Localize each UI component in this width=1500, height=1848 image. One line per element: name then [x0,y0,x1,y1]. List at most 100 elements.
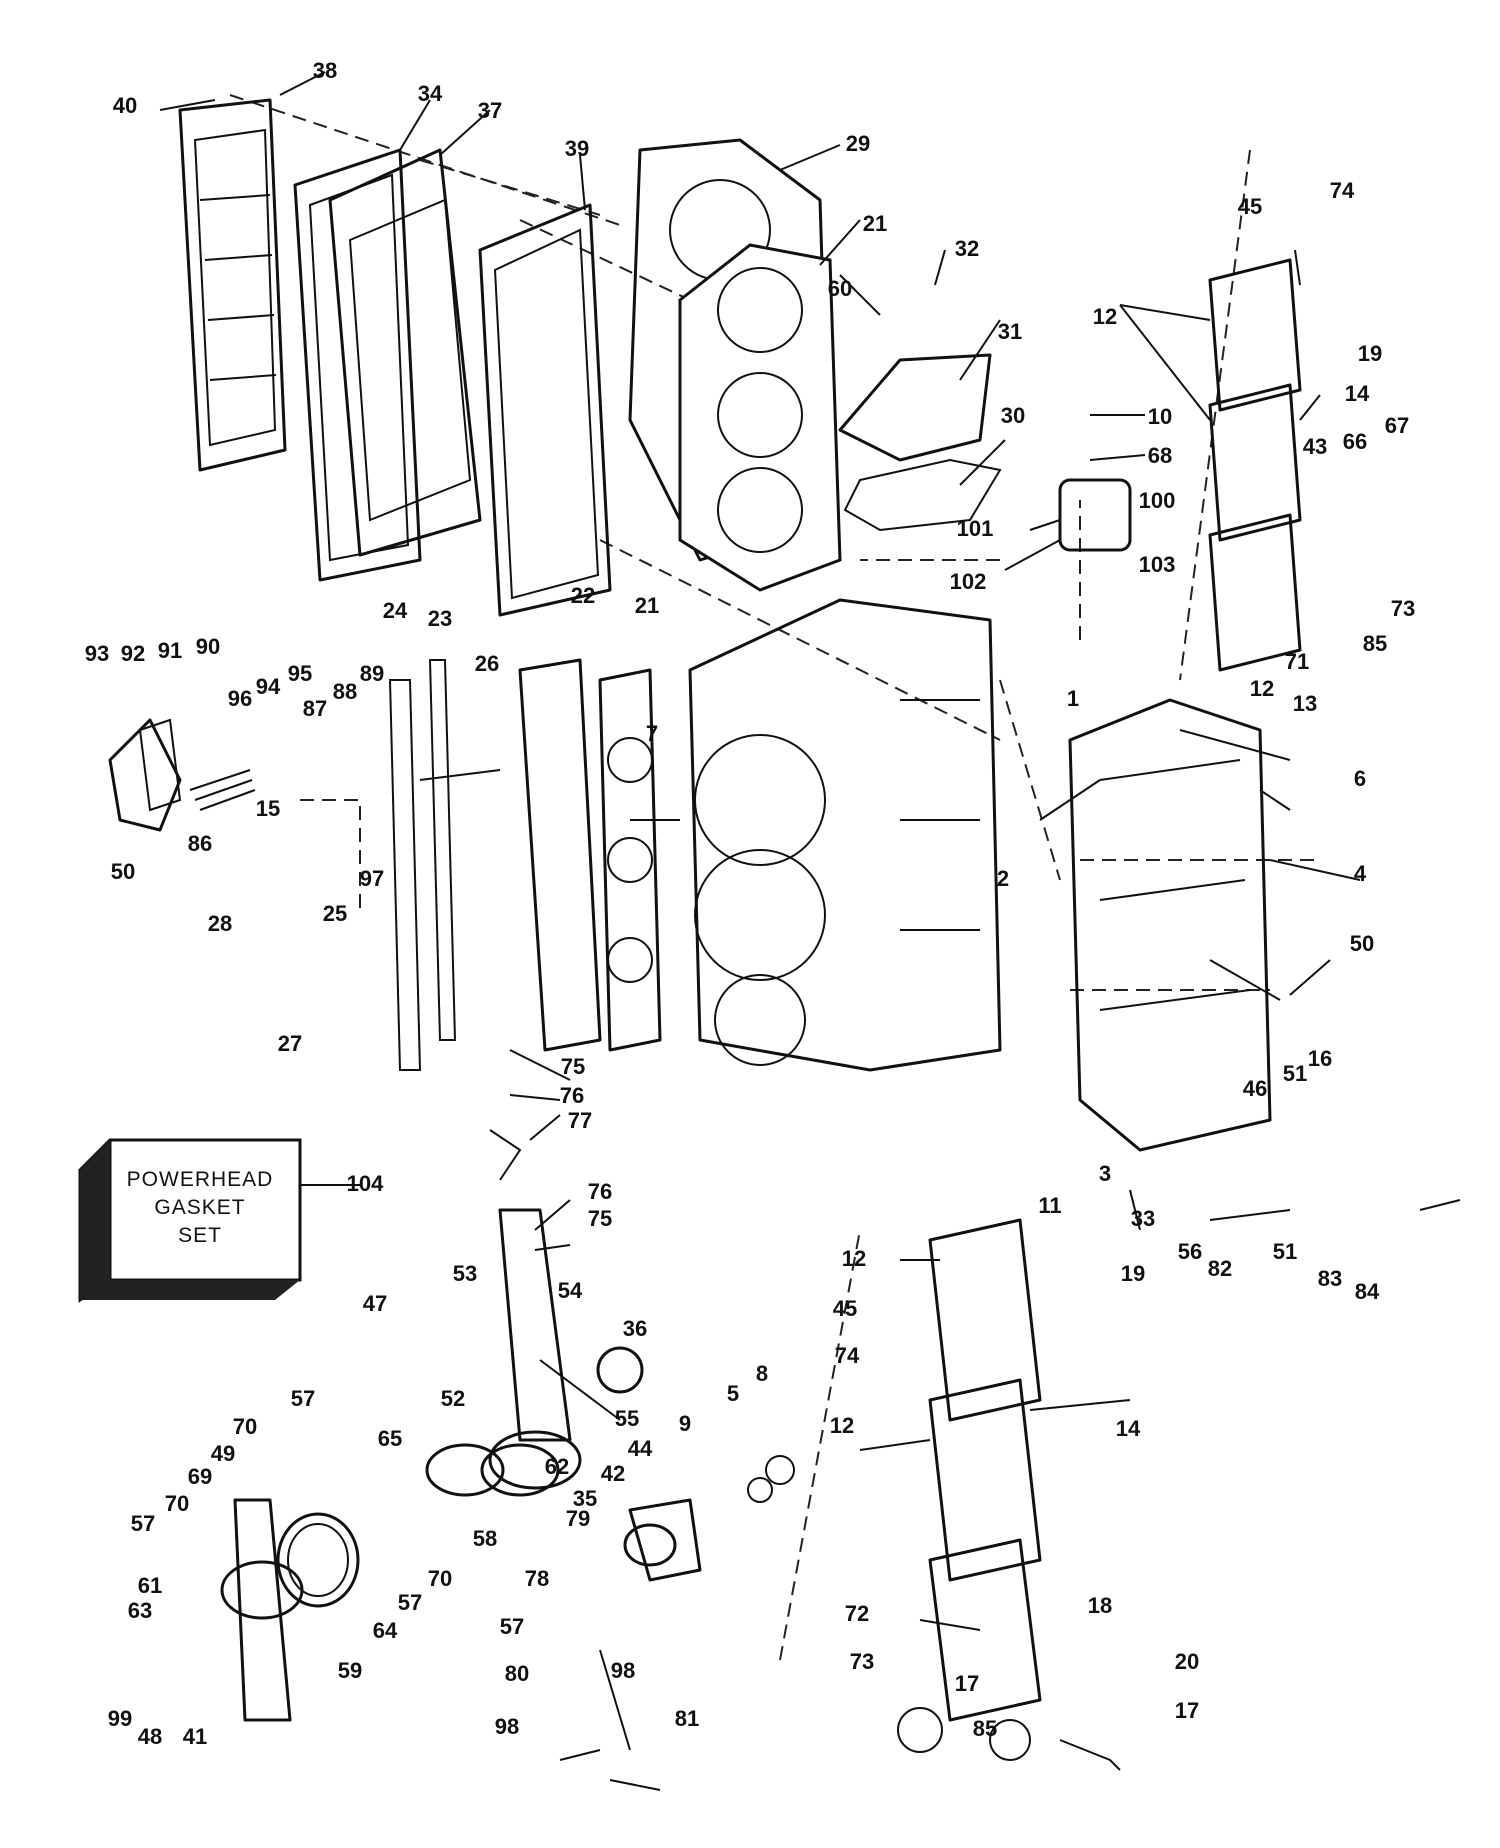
reed-valve-upper [1208,258,1302,672]
callout-55: 55 [615,1406,639,1431]
gasket-set-line1: POWERHEAD [127,1168,274,1191]
exhaust-inner-gasket [478,203,612,617]
callout-3: 3 [1099,1161,1111,1186]
callout-92: 92 [121,641,145,666]
callout-20: 20 [1175,1649,1199,1674]
callout-41: 41 [183,1724,207,1749]
callout-73-a: 73 [1391,596,1415,621]
callout-52: 52 [441,1386,465,1411]
callout-12-c: 12 [842,1246,866,1271]
callout-58: 58 [473,1526,497,1551]
callout-51-a: 51 [1283,1061,1307,1086]
callout-27: 27 [278,1031,302,1056]
callout-59: 59 [338,1658,362,1683]
piston-pin-bearing [425,1443,560,1497]
alignment-lines [229,94,1320,1661]
exhaust-baffle [328,148,482,557]
thermostat-gaskets [388,659,457,1071]
crankcase-half [1068,698,1272,1152]
callout-81: 81 [675,1706,699,1731]
callout-50-a: 50 [111,859,135,884]
callout-10: 10 [1148,404,1172,429]
callout-79: 79 [566,1506,590,1531]
callout-13: 13 [1293,691,1317,716]
callout-77: 77 [568,1108,592,1133]
callout-49: 49 [211,1441,235,1466]
gasket-set-line2: GASKET [154,1196,245,1219]
callout-72: 72 [845,1601,869,1626]
callout-39: 39 [565,136,589,161]
callout-40: 40 [113,93,137,118]
callout-99: 99 [108,1706,132,1731]
callout-25: 25 [323,901,347,926]
callout-70-c: 70 [428,1566,452,1591]
callout-19-a: 19 [1358,341,1382,366]
callout-2: 2 [997,866,1009,891]
callout-18: 18 [1088,1593,1112,1618]
callout-30: 30 [1001,403,1025,428]
callout-31: 31 [998,319,1022,344]
callout-44: 44 [628,1436,653,1461]
callout-17-b: 17 [1175,1698,1199,1723]
callout-23: 23 [428,606,452,631]
callout-84: 84 [1355,1279,1380,1304]
callout-9: 9 [679,1411,691,1436]
gasket-set-box [78,1138,302,1303]
connecting-rod-lower [220,1498,304,1722]
callout-93: 93 [85,641,109,666]
callout-8: 8 [756,1361,768,1386]
callout-70-a: 70 [233,1414,257,1439]
callout-14-b: 14 [1116,1416,1141,1441]
callout-16: 16 [1308,1046,1332,1071]
callout-34: 34 [418,81,443,106]
piston-rings [276,1512,360,1608]
callout-56: 56 [1178,1239,1202,1264]
callout-101: 101 [957,516,994,541]
callout-12-a: 12 [1093,304,1117,329]
callout-75-a: 75 [561,1054,585,1079]
gasket-set-line3: SET [178,1224,222,1247]
throttle-bracket [838,353,1002,532]
callout-74-b: 74 [835,1343,860,1368]
callout-87: 87 [303,696,327,721]
callout-73-b: 73 [850,1649,874,1674]
callout-76-b: 76 [588,1179,612,1204]
callout-89: 89 [360,661,384,686]
callout-35: 35 [573,1486,597,1511]
callout-57-c: 57 [398,1590,422,1615]
callout-29: 29 [846,131,870,156]
callout-1: 1 [1067,686,1079,711]
relief-spring [189,769,256,811]
exhaust-cover [178,98,287,472]
callout-67: 67 [1385,413,1409,438]
callout-78: 78 [525,1566,549,1591]
callout-104: 104 [347,1171,384,1196]
callout-68: 68 [1148,443,1172,468]
callout-21-b: 21 [635,593,659,618]
callout-45-b: 45 [833,1296,857,1321]
callout-38: 38 [313,58,337,83]
callout-69: 69 [188,1464,212,1489]
callout-60: 60 [828,276,852,301]
reed-valve-lower [928,1218,1042,1722]
leader-lines [279,71,1361,1791]
callout-76-a: 76 [560,1083,584,1108]
callout-26: 26 [475,651,499,676]
cylinder-block [688,598,1002,1072]
callout-70-b: 70 [165,1491,189,1516]
callout-5: 5 [727,1381,739,1406]
rod-link [599,1649,631,1751]
callout-64: 64 [373,1618,398,1643]
callout-46: 46 [1243,1076,1267,1101]
callout-100: 100 [1139,488,1176,513]
callout-12-d: 12 [830,1413,854,1438]
callout-66: 66 [1343,429,1367,454]
connecting-rod-upper [488,1208,582,1490]
callout-50-b: 50 [1350,931,1374,956]
callout-19-b: 19 [1121,1261,1145,1286]
callout-42: 42 [601,1461,625,1486]
callout-88: 88 [333,679,357,704]
callout-98-b: 98 [495,1714,519,1739]
callout-11: 11 [1038,1193,1061,1218]
